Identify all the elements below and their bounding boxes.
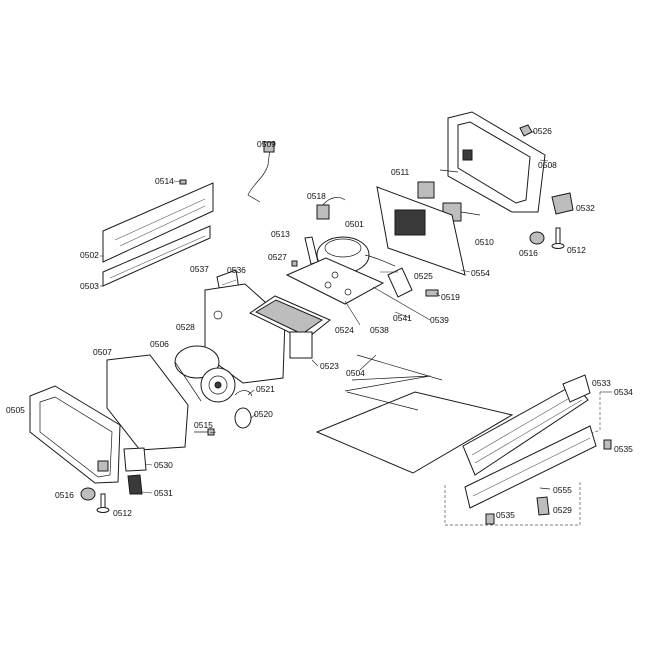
strip-0503	[102, 225, 211, 287]
label-0516-top: 0516	[519, 248, 538, 258]
label-0523: 0523	[320, 361, 339, 371]
label-0503: 0503	[80, 281, 99, 291]
label-0505: 0505	[6, 405, 25, 415]
panel-0507	[106, 354, 189, 451]
label-0521: 0521	[256, 384, 275, 394]
label-0554: 0554	[471, 268, 490, 278]
label-0529: 0529	[553, 505, 572, 515]
label-0504: 0504	[346, 368, 365, 378]
back-panel-0554	[376, 186, 466, 276]
rear-frame-part	[439, 111, 546, 213]
bracket-0521	[234, 390, 253, 397]
power-cable-part	[247, 141, 275, 203]
label-0538: 0538	[370, 325, 389, 335]
label-0515: 0515	[194, 420, 213, 430]
label-0531: 0531	[154, 488, 173, 498]
label-0510: 0510	[475, 237, 494, 247]
label-0516-bottom: 0516	[55, 490, 74, 500]
cover-0531	[127, 474, 143, 495]
leader-lines	[100, 131, 612, 494]
part-labels: 0526 0509 0508 0514 0518 0511 0532 0501 …	[6, 126, 633, 520]
bottom-grille-0534	[464, 425, 597, 509]
label-0509: 0509	[257, 139, 276, 149]
relay-0511	[417, 181, 435, 199]
label-0514: 0514	[155, 176, 174, 186]
bracket-0529	[536, 496, 550, 516]
condenser-0524	[249, 295, 331, 359]
label-0555: 0555	[553, 485, 572, 495]
front-panel-0505	[29, 385, 121, 484]
fan-motor-0506	[174, 345, 236, 403]
label-0507: 0507	[93, 347, 112, 357]
grille-0533	[462, 374, 591, 476]
clip-0527	[291, 260, 298, 267]
starter-0525	[387, 267, 413, 298]
tube-0513	[304, 236, 319, 265]
label-0519: 0519	[441, 292, 460, 302]
switch-part-0518	[316, 197, 346, 220]
label-0539: 0539	[430, 315, 449, 325]
label-0536: 0536	[227, 265, 246, 275]
knob-0516-bottom	[80, 487, 96, 501]
compressor-base-0541	[285, 257, 385, 305]
label-0501: 0501	[345, 219, 364, 229]
label-0533: 0533	[592, 378, 611, 388]
label-0528: 0528	[176, 322, 195, 332]
label-0535-bottom: 0535	[496, 510, 515, 520]
label-0520: 0520	[254, 409, 273, 419]
clip-part-0526	[519, 124, 533, 137]
label-0513: 0513	[271, 229, 290, 239]
label-0512-bottom: 0512	[113, 508, 132, 518]
label-0506: 0506	[150, 339, 169, 349]
label-0534: 0534	[614, 387, 633, 397]
connector-0519	[425, 289, 439, 297]
side-panel-0502	[102, 182, 214, 263]
label-0530: 0530	[154, 460, 173, 470]
label-0512-top: 0512	[567, 245, 586, 255]
label-0541: 0541	[393, 313, 412, 323]
screw-0512-bottom	[96, 493, 110, 513]
knob-0516-top	[529, 231, 545, 245]
label-0518: 0518	[307, 191, 326, 201]
label-0508: 0508	[538, 160, 557, 170]
screw-0512-top	[551, 227, 565, 249]
label-0537: 0537	[190, 264, 209, 274]
screw-0555	[539, 487, 551, 490]
label-0502: 0502	[80, 250, 99, 260]
ring-0520	[234, 407, 252, 429]
bracket-0532	[551, 192, 574, 215]
label-0527: 0527	[268, 252, 287, 262]
label-0535-right: 0535	[614, 444, 633, 454]
label-0526: 0526	[533, 126, 552, 136]
cover-0530	[123, 447, 147, 472]
label-0511: 0511	[391, 167, 410, 177]
screw-0515	[194, 428, 215, 436]
clip-0535-right	[603, 439, 612, 450]
label-0525: 0525	[414, 271, 433, 281]
clip-0535-bottom	[485, 513, 495, 525]
label-0532: 0532	[576, 203, 595, 213]
label-0524: 0524	[335, 325, 354, 335]
